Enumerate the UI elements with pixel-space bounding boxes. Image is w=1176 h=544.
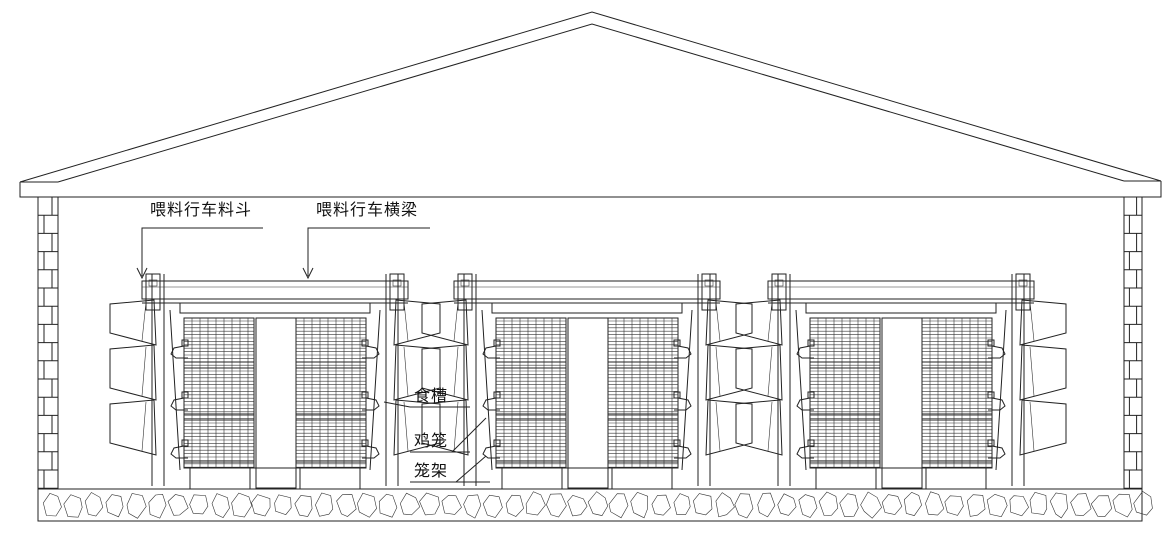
label-feeder-hopper: 喂料行车料斗 bbox=[150, 200, 253, 219]
roof bbox=[19, 11, 1162, 198]
cage-unit-3 bbox=[735, 273, 1067, 489]
cage-units bbox=[109, 273, 1067, 489]
label-cage-frame: 笼架 bbox=[414, 461, 449, 480]
label-leaders bbox=[136, 227, 490, 483]
left-brick-wall bbox=[37, 196, 59, 490]
label-feed-trough: 食槽 bbox=[414, 386, 449, 405]
cage-unit-1 bbox=[109, 273, 441, 489]
label-feeder-beam: 喂料行车横梁 bbox=[316, 200, 419, 219]
foundation-stone-layer bbox=[37, 488, 1153, 522]
right-brick-wall bbox=[1123, 196, 1143, 490]
cage-unit-2 bbox=[421, 273, 753, 489]
label-chicken-cage: 鸡笼 bbox=[414, 431, 449, 450]
